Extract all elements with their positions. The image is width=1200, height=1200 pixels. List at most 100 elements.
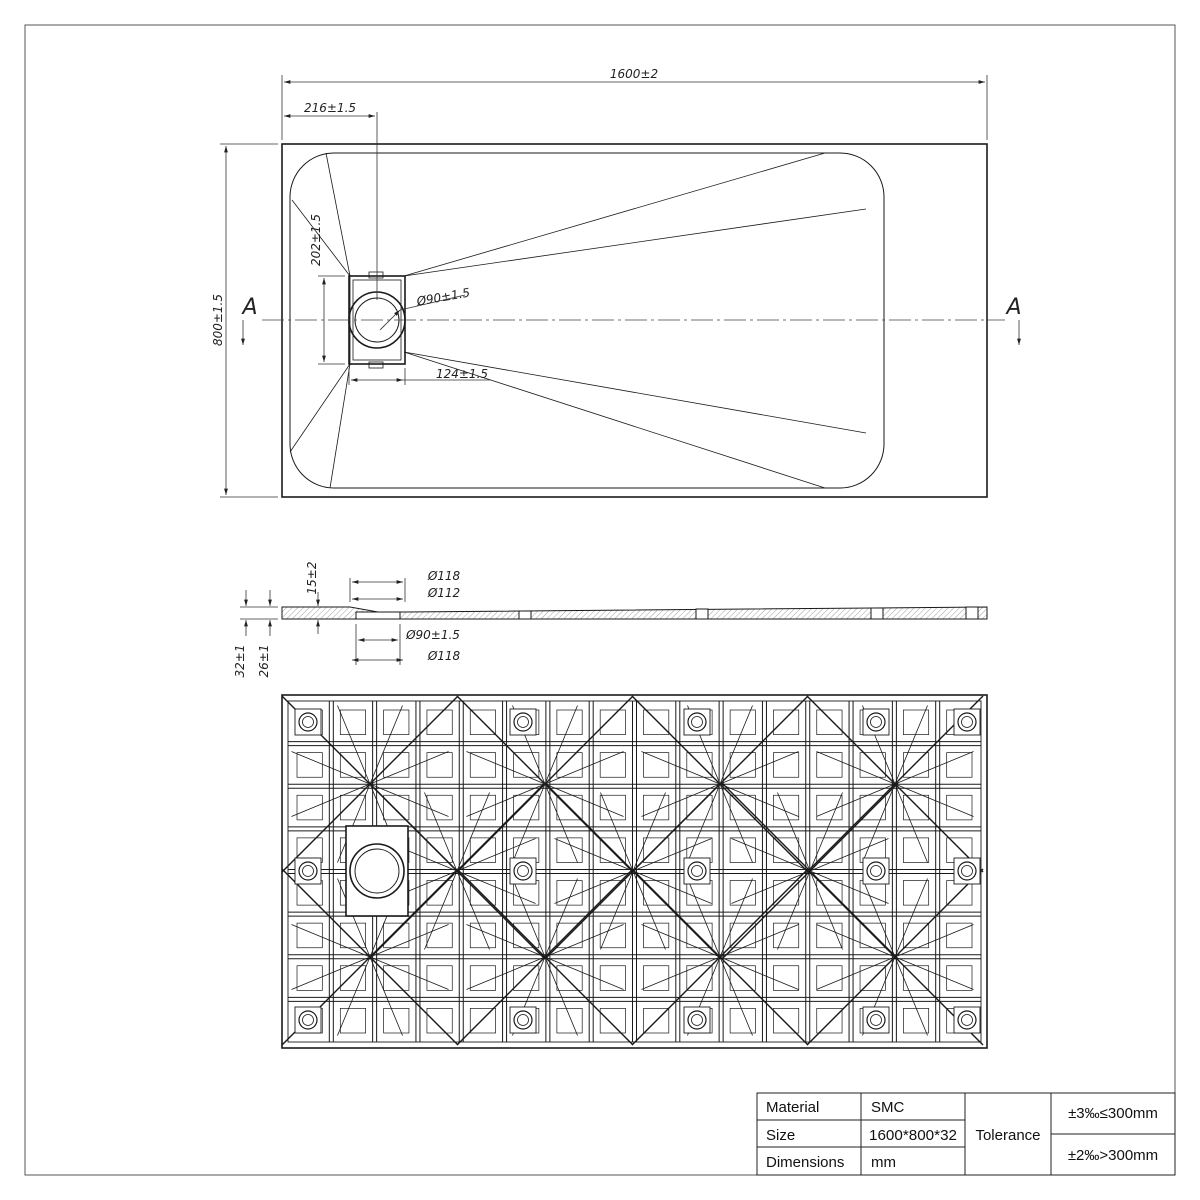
- rib-diagonal: [291, 956, 371, 990]
- rib-diagonal: [894, 751, 974, 785]
- tolerance-large: ±2‰>300mm: [1068, 1147, 1158, 1164]
- foot-ring: [957, 712, 977, 732]
- rib-cell: [556, 837, 583, 863]
- section-label-right: A: [1004, 295, 1021, 320]
- foot-ring: [866, 712, 886, 732]
- foot-hole: [961, 865, 973, 877]
- rib-diagonal: [544, 751, 624, 785]
- rib-cell: [816, 922, 843, 949]
- rib-diagonal: [632, 870, 712, 904]
- foot-hole: [870, 716, 882, 728]
- rib-cell: [556, 1008, 583, 1034]
- rib-cell: [599, 880, 626, 906]
- rib-cell: [903, 752, 930, 778]
- rib-diagonal: [544, 783, 624, 817]
- dim-upper-diameter-b: Ø112: [427, 586, 460, 600]
- dim-drain-diameter: Ø90±1.5: [415, 285, 471, 308]
- slope-lines: [289, 152, 867, 489]
- rib-cell: [383, 922, 410, 949]
- rib-cell: [643, 794, 670, 821]
- rib-diagonal: [456, 695, 634, 873]
- rib-cell: [729, 1008, 756, 1034]
- rib-diagonal: [369, 705, 403, 785]
- rib-diagonal: [291, 783, 371, 817]
- rib-cell: [903, 880, 930, 906]
- foot-hole: [302, 1014, 314, 1026]
- rib-cell: [296, 752, 323, 778]
- rib-diagonal: [291, 924, 371, 958]
- rib-diagonal: [816, 956, 896, 990]
- rib-cell: [469, 837, 496, 863]
- rib-cell: [946, 965, 973, 991]
- side-view-dimensions: [240, 578, 406, 665]
- rib-diagonal: [777, 792, 811, 872]
- rib-cell: [773, 837, 800, 863]
- rib-diagonal: [777, 870, 811, 950]
- tray-outline: [281, 143, 988, 498]
- rib-cell: [773, 965, 800, 991]
- rib-diagonal: [687, 783, 721, 863]
- rib-cell: [729, 752, 756, 778]
- foot-ring: [298, 712, 318, 732]
- size-label: Size: [766, 1127, 795, 1144]
- rib-diagonal: [512, 878, 546, 958]
- support-feet: [294, 708, 981, 1034]
- rib-cell: [773, 709, 800, 735]
- bottom-view: [281, 694, 988, 1049]
- rib-cell: [513, 752, 540, 778]
- rib-cell: [426, 922, 453, 949]
- rib-cell: [859, 965, 886, 991]
- rib-diagonal: [894, 783, 974, 817]
- rib-cell: [816, 752, 843, 778]
- rib-diagonal: [544, 956, 578, 1036]
- rib-diagonal: [600, 870, 634, 950]
- rib-cell: [513, 922, 540, 949]
- rib-cell: [599, 709, 626, 735]
- rib-cell: [339, 709, 366, 735]
- rib-cell: [643, 752, 670, 778]
- size-value: 1600*800*32: [869, 1127, 957, 1144]
- sheet-border: [24, 24, 1176, 1176]
- rib-cell: [773, 922, 800, 949]
- rib-cell: [513, 794, 540, 821]
- rib-diagonal: [719, 783, 753, 863]
- rib-diagonal: [600, 792, 634, 872]
- rib-cell: [599, 752, 626, 778]
- section-label-left: A: [240, 295, 257, 320]
- rib-cell: [556, 965, 583, 991]
- rib-cell: [469, 880, 496, 906]
- rib-diagonal: [687, 878, 721, 958]
- tray-basin: [289, 152, 885, 489]
- rib-diagonal: [894, 878, 928, 958]
- rib-cell: [816, 709, 843, 735]
- rib-cell: [729, 837, 756, 863]
- rib-cell: [296, 965, 323, 991]
- rib-cell: [556, 794, 583, 821]
- side-view: [281, 606, 988, 620]
- foot-ring: [687, 1010, 707, 1030]
- rib-diagonal: [719, 924, 799, 958]
- rib-diagonal: [894, 956, 974, 990]
- rib-cell: [946, 752, 973, 778]
- foot-ring: [866, 1010, 886, 1030]
- title-block: [756, 1092, 1176, 1176]
- rib-cell: [426, 709, 453, 735]
- rib-diagonal: [816, 783, 896, 817]
- material-value: SMC: [871, 1099, 905, 1116]
- rib-diagonal: [337, 878, 371, 958]
- rib-cell: [903, 794, 930, 821]
- rib-diagonal: [862, 878, 896, 958]
- dim-width: 800±1.5: [211, 294, 225, 346]
- foot-ring: [513, 1010, 533, 1030]
- rib-cell: [859, 752, 886, 778]
- rib-diagonal: [631, 868, 809, 1046]
- rib-cell: [729, 965, 756, 991]
- rib-diagonal: [369, 751, 449, 785]
- rib-diagonal: [641, 956, 721, 990]
- rib-diagonal: [281, 695, 459, 873]
- dim-base-height: 26±1: [257, 645, 271, 678]
- dim-total-height: 32±1: [233, 645, 247, 678]
- rib-cell: [686, 794, 713, 821]
- foot-hole: [517, 1014, 529, 1026]
- dim-drain-box-height: 202±1.5: [309, 214, 323, 266]
